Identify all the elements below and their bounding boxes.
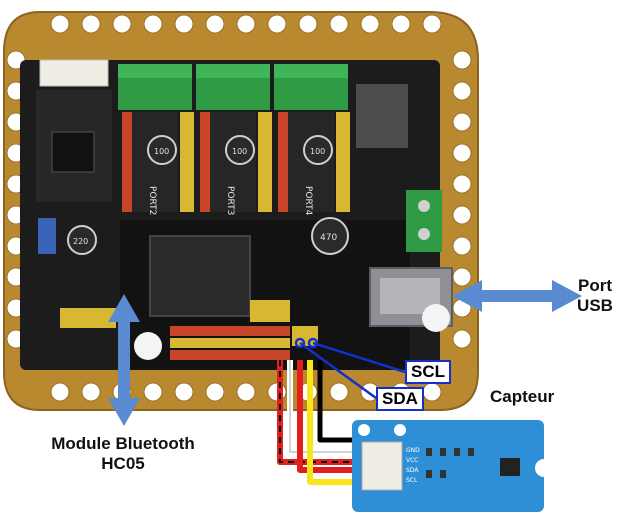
white-connector: [39, 59, 109, 87]
plate-hole: [452, 205, 472, 225]
plate-hole: [143, 382, 163, 402]
cap-label: 100: [232, 147, 247, 156]
plate-hole: [174, 382, 194, 402]
sensor-pin-label: SCL: [406, 477, 418, 484]
cap-label: 470: [320, 233, 337, 243]
plate-hole: [174, 14, 194, 34]
plate-hole: [81, 382, 101, 402]
usb-port-label-line1: Port: [578, 276, 612, 295]
plate-hole: [452, 329, 472, 349]
usb-port-label: Port USB: [560, 276, 630, 315]
plate-hole: [112, 14, 132, 34]
plate-hole: [205, 382, 225, 402]
plate-hole: [360, 14, 380, 34]
cap-label: 100: [154, 147, 169, 156]
plate-hole: [452, 236, 472, 256]
plate-hole: [236, 382, 256, 402]
plate-hole: [205, 14, 225, 34]
plate-hole: [452, 267, 472, 287]
port-label: PORT3: [225, 186, 235, 215]
plate-hole: [452, 143, 472, 163]
plate-hole: [329, 382, 349, 402]
usb-arrow: [452, 280, 582, 312]
power-jack: [356, 84, 408, 148]
driver-modules: [122, 112, 350, 212]
plate-hole: [236, 14, 256, 34]
bluetooth-arrow: [108, 294, 140, 426]
sensor-leds: [426, 448, 474, 478]
plate-hole: [298, 14, 318, 34]
sda-tag: SDA: [376, 387, 424, 411]
plate-hole: [50, 382, 70, 402]
blue-header: [38, 218, 56, 254]
plate-hole: [81, 14, 101, 34]
microcontroller-chip: [149, 235, 251, 317]
usb-port-label-line2: USB: [577, 295, 613, 315]
pointer-lines: [294, 337, 406, 400]
cap-label: 100: [310, 147, 325, 156]
bluetooth-label-line1: Module Bluetooth: [51, 434, 195, 453]
sensor-chip: [500, 458, 520, 476]
plate-hole: [267, 14, 287, 34]
plate-hole: [452, 50, 472, 70]
bluetooth-label-line2: HC05: [101, 453, 145, 473]
capacitors: [67, 135, 349, 255]
standoff: [422, 304, 450, 332]
sensor-pin-label: VCC: [406, 457, 418, 464]
port-label: PORT2: [147, 186, 157, 215]
standoff: [134, 332, 162, 360]
sensor-label: Capteur: [490, 387, 555, 406]
sensor-pin-label: SDA: [406, 467, 419, 474]
plate-hole: [329, 14, 349, 34]
sensor-pin-label: GND: [406, 447, 420, 454]
pin-headers: [60, 300, 318, 360]
plate-hole: [50, 14, 70, 34]
scl-tag: SCL: [405, 360, 451, 384]
plate-hole: [143, 14, 163, 34]
bluetooth-label: Module Bluetooth HC05: [18, 434, 228, 473]
terminal-blocks: [118, 64, 348, 110]
plate-hole: [452, 81, 472, 101]
port-label: PORT4: [303, 186, 313, 216]
sensor-connector: [361, 441, 403, 491]
plate-hole: [391, 14, 411, 34]
cap-label: 220: [73, 237, 88, 246]
plate-hole: [422, 382, 442, 402]
power-terminal: [406, 190, 442, 252]
plate-hole: [452, 112, 472, 132]
plate-hole: [452, 174, 472, 194]
plate-hole: [422, 14, 442, 34]
